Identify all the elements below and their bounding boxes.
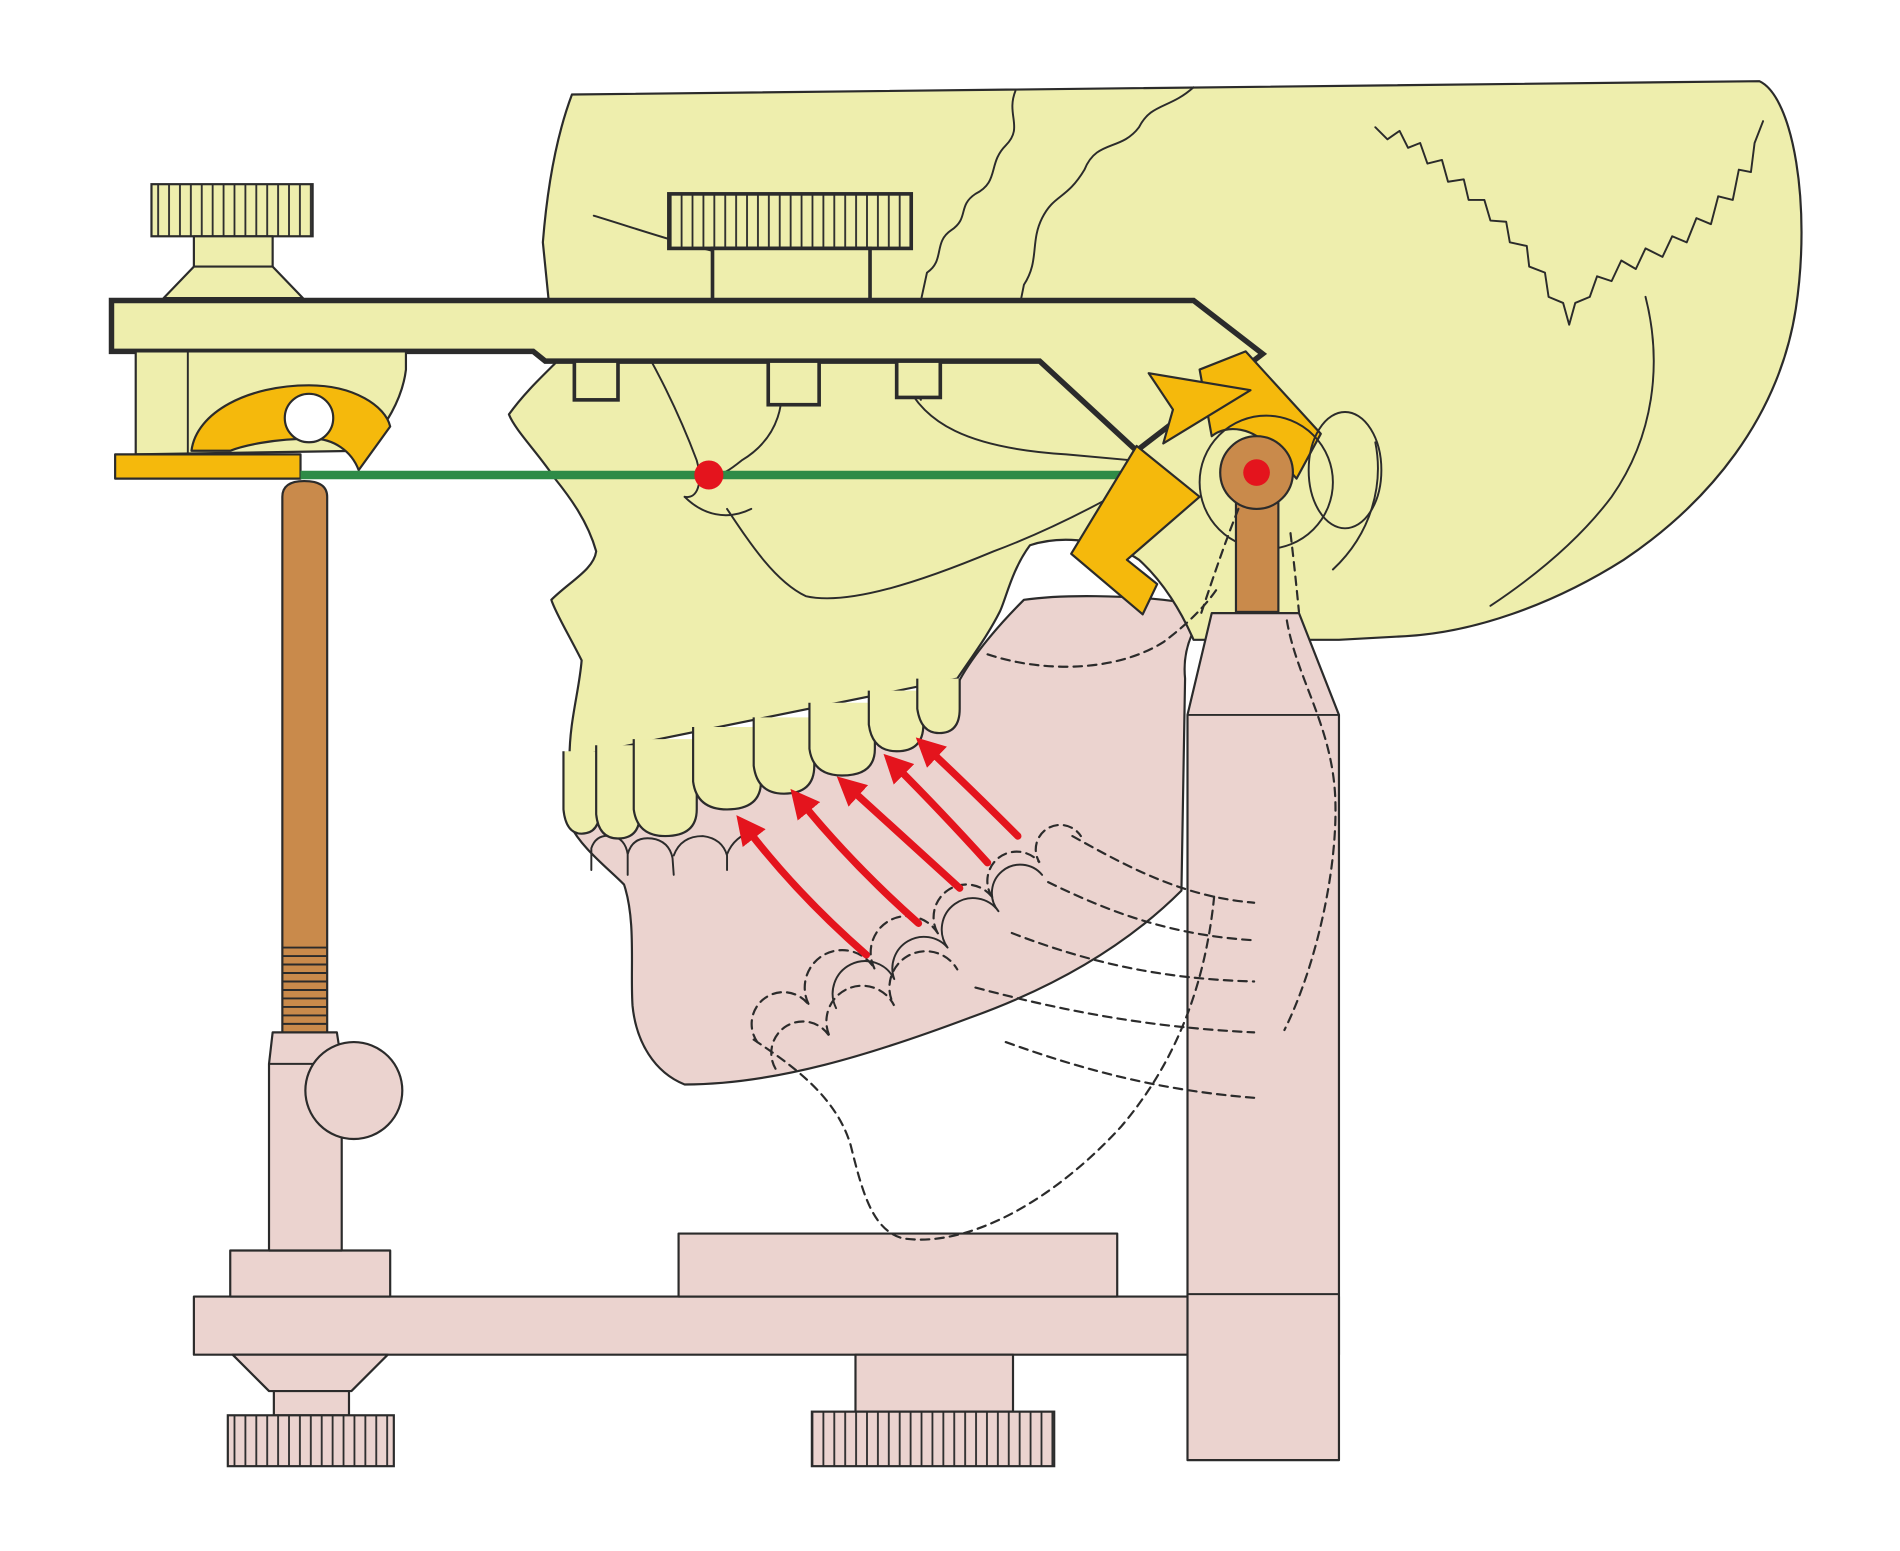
open-mouth-paths [750, 507, 1337, 1241]
mandible-body [568, 595, 1213, 1086]
column-curve-1 [1283, 619, 1337, 1032]
base-bar [192, 1295, 1341, 1356]
rear-column [1186, 612, 1341, 1462]
red-arrow-4 [883, 753, 992, 867]
incisal-guide-plate [114, 453, 302, 480]
left-cone [231, 1353, 389, 1393]
upper-teeth [562, 678, 961, 840]
lambdoid-suture [1374, 120, 1765, 326]
incisal-guide-hole [283, 392, 335, 444]
condylar-guide [1070, 350, 1383, 616]
closing-arrows [736, 737, 1022, 959]
upper-left-knurled-knob [150, 183, 314, 238]
condylar-l-bracket [1070, 444, 1201, 616]
condyle-path [1198, 507, 1240, 620]
tooth [808, 702, 876, 777]
open-jaw-teeth [750, 823, 1082, 1044]
top-knurled-plate [667, 192, 914, 251]
tooth [752, 717, 816, 795]
mounting-plate [677, 1232, 1119, 1298]
coronal-suture [919, 89, 1017, 302]
trajectory-5 [1004, 1040, 1256, 1099]
orbitale-point [694, 460, 724, 490]
middle-neck [854, 1353, 1015, 1413]
condylar-post [1219, 435, 1295, 614]
column-body [1186, 612, 1341, 1462]
red-arrow-1 [736, 815, 871, 959]
tooth [562, 751, 601, 835]
upper-member [108, 183, 1268, 480]
condyle-axis-point [1243, 459, 1270, 486]
left-neck [272, 1389, 351, 1417]
top-plate-stem [710, 246, 872, 303]
condylar-arrow [1147, 372, 1252, 445]
left-knurled-knob [226, 1414, 395, 1468]
cheek-line [683, 495, 753, 517]
column-curve-2 [1289, 532, 1301, 614]
trajectory-1 [1071, 834, 1256, 904]
red-arrow-5 [915, 737, 1022, 840]
incisal-pin-assembly [267, 479, 404, 1252]
slot-2 [766, 359, 821, 407]
lower-teeth-row [831, 863, 1044, 1010]
zygomatic-lower-edge [726, 483, 1134, 600]
middle-knurled-knob [810, 1410, 1056, 1468]
red-arrow-2 [790, 788, 923, 927]
trajectory-4 [974, 986, 1256, 1034]
tooth [867, 690, 925, 753]
incisal-pin [281, 479, 329, 1044]
red-arrow-3 [836, 776, 964, 892]
tooth [916, 678, 961, 735]
lower-member [192, 1232, 1341, 1468]
pin-support-block [229, 1249, 392, 1298]
trajectory-2 [1047, 881, 1256, 942]
tooth [632, 739, 698, 838]
open-jaw-teeth-lower [770, 950, 959, 1070]
slot-1 [572, 359, 620, 402]
sphenoid-suture [1019, 86, 1195, 304]
outer-ear-outline [1307, 411, 1383, 530]
slot-3 [894, 359, 943, 400]
occipital-curve [1489, 295, 1655, 607]
ramus-arc [986, 586, 1219, 668]
incisal-pin-thread [282, 946, 328, 1025]
open-jaw-outline [752, 895, 1216, 1241]
upper-left-knob-neck [192, 235, 274, 268]
trajectory-3 [1010, 931, 1256, 983]
tooth [692, 727, 763, 811]
pin-lock-knob [304, 1040, 404, 1141]
